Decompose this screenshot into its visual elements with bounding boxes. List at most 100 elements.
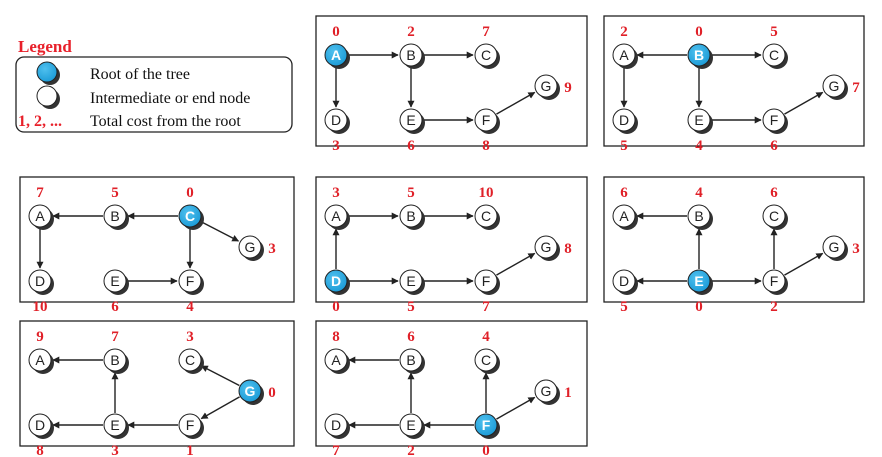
cost-label-b: 0 [695,24,703,40]
node-a: A2 [612,24,638,69]
node-d-root: D0 [324,269,350,315]
node-d: D5 [612,269,638,315]
cost-label-b: 6 [407,329,415,345]
node-letter: B [694,208,703,224]
cost-label-c: 10 [479,185,494,201]
node-a: A3 [324,185,350,230]
node-letter: G [245,239,256,255]
node-letter: C [481,208,491,224]
cost-label-g: 8 [564,241,572,257]
cost-label-g: 0 [268,385,276,401]
cost-label-a: 6 [620,185,628,201]
cost-label-f: 8 [482,138,490,154]
cost-label-b: 4 [695,185,703,201]
node-f: F1 [178,413,204,457]
edge-g-to-f [200,396,240,420]
node-letter: D [35,417,45,433]
cost-label-e: 4 [695,138,703,154]
node-d: D7 [324,413,350,457]
edge-f-to-g [496,91,536,115]
cost-label-a: 0 [332,24,340,40]
node-e: E6 [103,269,129,315]
node-letter: C [185,352,195,368]
node-f: F2 [762,269,788,315]
node-letter: B [406,352,415,368]
node-letter: F [770,112,779,128]
edge-c-to-g [200,220,240,242]
cost-label-d: 0 [332,299,340,315]
node-letter: A [35,352,45,368]
edge-f-to-g [496,252,536,276]
node-letter: C [185,208,195,224]
node-b-root: B0 [687,24,713,69]
node-letter: E [694,112,703,128]
cost-label-a: 3 [332,185,340,201]
node-letter: D [35,273,45,289]
node-b: B4 [687,185,713,230]
edge-f-to-g [784,252,824,276]
node-b: B2 [399,24,425,69]
legend-root-symbol [36,61,60,85]
node-letter: F [186,417,195,433]
cost-label-c: 5 [770,24,778,40]
legend-cost-key: 1, 2, ... [18,113,62,130]
node-e: E6 [399,108,425,154]
node-d: D3 [324,108,350,154]
cost-label-e: 2 [407,443,415,457]
node-letter: E [406,112,415,128]
node-letter: E [406,417,415,433]
node-letter: G [541,383,552,399]
cost-label-c: 3 [186,329,194,345]
legend-node-text: Intermediate or end node [90,90,250,107]
node-c: C4 [474,329,500,374]
cost-label-c: 7 [482,24,490,40]
node-letter: C [481,47,491,63]
node-letter: D [619,273,629,289]
node-b: B5 [399,185,425,230]
legend-frame [15,56,293,133]
edge-f-to-g [496,396,536,420]
legend-cost-text: Total cost from the root [90,113,241,130]
node-a: A9 [28,329,54,374]
cost-label-d: 10 [33,299,48,315]
node-d: D8 [28,413,54,457]
cost-label-b: 5 [407,185,415,201]
node-letter: B [694,47,704,63]
cost-label-g: 3 [268,241,276,257]
node-letter: D [619,112,629,128]
node-f-root: F0 [474,413,500,457]
cost-label-f: 7 [482,299,490,315]
node-c: C3 [178,329,204,374]
node-letter: A [331,47,341,63]
node-e: E4 [687,108,713,154]
panel-frame [603,176,865,303]
node-letter: F [482,417,491,433]
node-letter: G [245,383,256,399]
cost-label-g: 1 [564,385,572,401]
cost-label-d: 5 [620,138,628,154]
cost-label-a: 9 [36,329,44,345]
node-letter: G [829,239,840,255]
node-letter: G [541,78,552,94]
node-letter: E [694,273,703,289]
node-a: A6 [612,185,638,230]
cost-label-d: 5 [620,299,628,315]
node-f: F8 [474,108,500,154]
node-letter: C [769,47,779,63]
node-e: E2 [399,413,425,457]
node-letter: B [110,208,119,224]
node-letter: F [770,273,779,289]
node-c: C5 [762,24,788,69]
cost-label-b: 5 [111,185,119,201]
